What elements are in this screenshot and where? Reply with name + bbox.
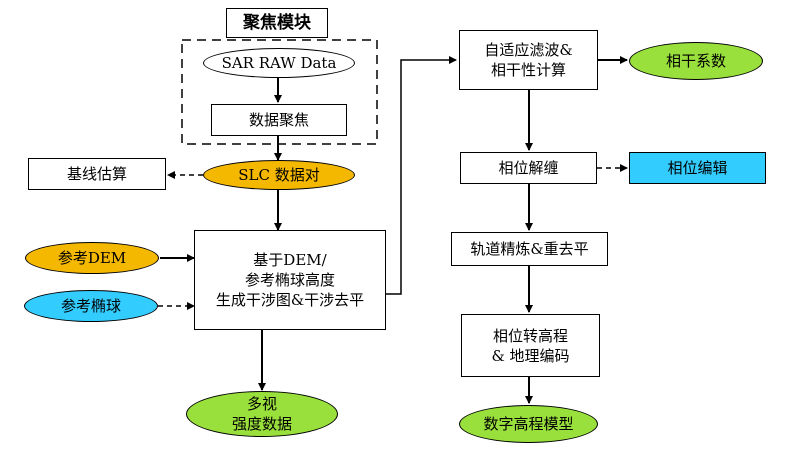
- orbit-refinement-node: 轨道精炼&重去平: [451, 232, 608, 266]
- coherence-node: 相干系数: [629, 42, 763, 80]
- baseline-estimation-node: 基线估算: [28, 158, 166, 190]
- sar-raw-data-node: SAR RAW Data: [203, 48, 355, 78]
- phase-edit-node: 相位编辑: [629, 152, 766, 184]
- multilook-intensity-node: 多视 强度数据: [186, 391, 338, 437]
- reference-ellipsoid-node: 参考椭球: [24, 290, 158, 322]
- interferogram-generation-node: 基于DEM/ 参考椭球高度 生成干涉图&干涉去平: [194, 230, 386, 330]
- data-focus-node: 数据聚焦: [211, 104, 347, 136]
- slc-pair-node: SLC 数据对: [203, 160, 355, 190]
- dem-output-node: 数字高程模型: [459, 405, 598, 443]
- phase-unwrap-node: 相位解缠: [460, 152, 597, 184]
- adaptive-filter-node: 自适应滤波& 相干性计算: [459, 30, 598, 90]
- edge-interferogram-to-filter: [386, 56, 457, 295]
- focus-module-title: 聚焦模块: [226, 8, 328, 38]
- phase-to-height-node: 相位转高程 & 地理编码: [461, 314, 600, 377]
- reference-dem-node: 参考DEM: [25, 242, 159, 274]
- focus-module-box: [181, 39, 378, 145]
